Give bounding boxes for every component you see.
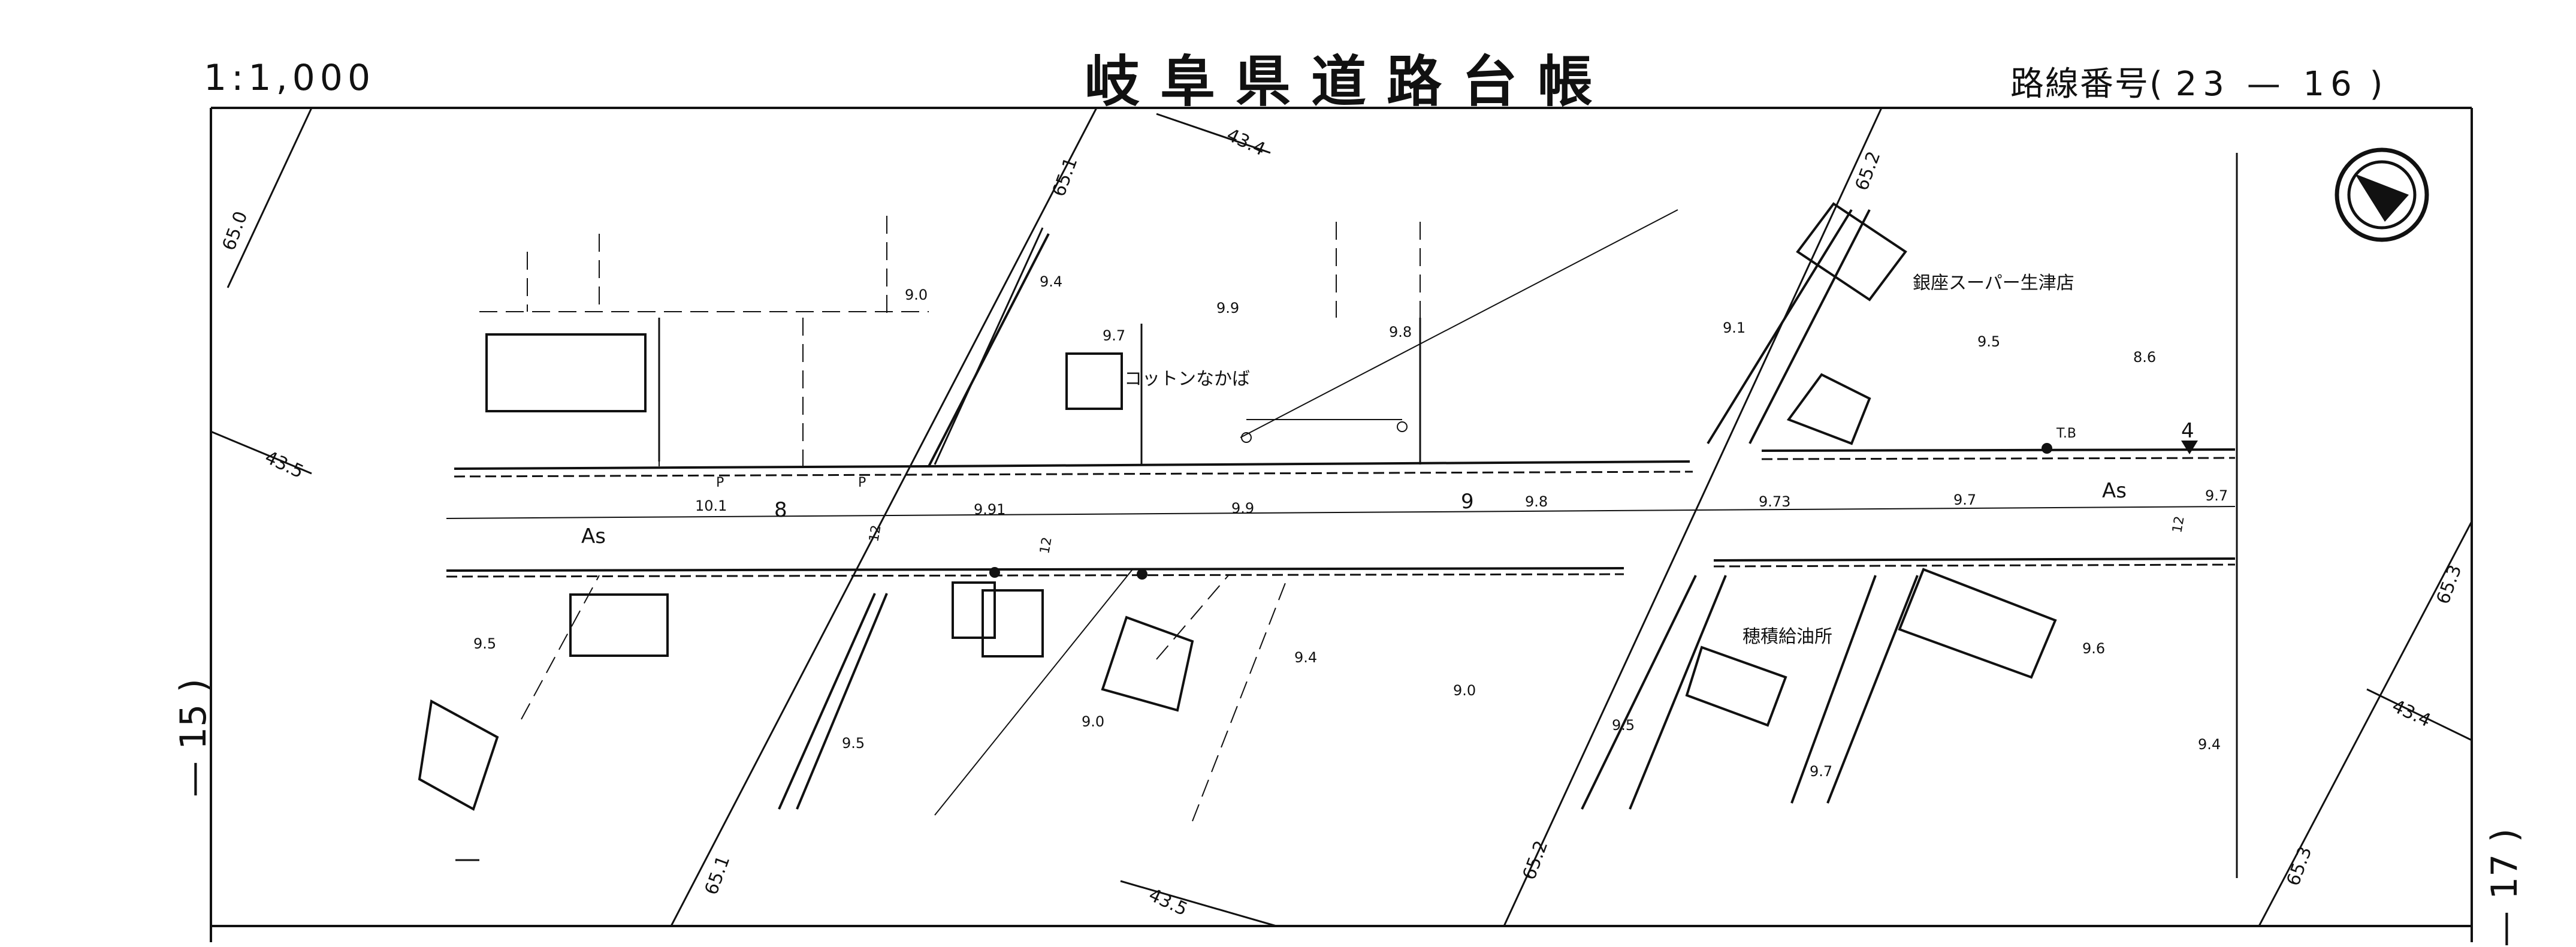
facility-label: 穂積給油所 — [1743, 626, 1832, 647]
mark-label: P — [858, 475, 866, 490]
elevation: 9.7 — [1953, 491, 1976, 508]
elevation: 9.8 — [1525, 493, 1548, 510]
elevation: 9.0 — [1082, 713, 1104, 730]
building — [569, 593, 669, 657]
utility-lines — [934, 209, 1678, 816]
elevation: 9.5 — [1977, 333, 2000, 350]
elevation: 9.7 — [2205, 487, 2228, 504]
building — [418, 699, 499, 811]
elevation: 9.4 — [1040, 273, 1062, 290]
elevation: 8.6 — [2133, 349, 2156, 366]
station-label: 8 — [774, 498, 787, 522]
building — [1786, 373, 1871, 445]
elevation: 9.73 — [1759, 493, 1790, 510]
surface-label: As — [581, 524, 606, 548]
grid-label: 43.4 — [2389, 696, 2434, 732]
grid-label: 43.5 — [262, 447, 307, 483]
crossing-road — [778, 209, 1919, 810]
elevation: 9.9 — [1231, 500, 1254, 517]
north-arrow-icon — [2335, 147, 2429, 242]
elevation: 9.1 — [1723, 319, 1745, 336]
grid-label: 65.3 — [2283, 844, 2317, 889]
grid-label: 65.3 — [2433, 562, 2466, 607]
sheet-title: 岐阜県道路台帳 — [1085, 50, 1614, 114]
elevation: 9.4 — [2198, 736, 2221, 753]
elevation: 9.0 — [1453, 682, 1476, 699]
building — [1685, 646, 1787, 727]
elevation: 9.91 — [974, 501, 1005, 518]
elevation: 10.1 — [695, 497, 727, 514]
elevation: 9.6 — [2082, 640, 2105, 657]
building — [1101, 616, 1194, 712]
route-close: ) — [2369, 65, 2384, 104]
elevation: 9.9 — [1216, 300, 1239, 316]
surface-label: As — [2102, 479, 2127, 503]
road-width: 12 — [1037, 536, 1055, 555]
retaining-walls — [455, 227, 1421, 861]
facility-label: コットンなかば — [1124, 369, 1250, 390]
route-label: 路線番号( — [2010, 65, 2164, 104]
route-number: 路線番号( 23 — 16 ) — [2010, 57, 2384, 105]
parcel-lines — [479, 216, 1421, 822]
building — [982, 589, 1044, 658]
buildings — [418, 202, 2057, 811]
building — [1796, 202, 1907, 301]
building — [485, 333, 647, 412]
building — [952, 581, 996, 639]
building — [1898, 568, 2057, 679]
benchmark-triangle — [2181, 441, 2198, 454]
station-label: 9 — [1461, 490, 1474, 514]
scale-label: 1:1,000 — [204, 57, 376, 99]
elevation: 9.5 — [473, 635, 496, 652]
station-label: 4 — [2181, 419, 2194, 443]
grid-label: 65.2 — [1852, 149, 1885, 194]
road-width: 12 — [866, 524, 884, 543]
route-number-value: 23 — 16 — [2175, 65, 2358, 104]
elevation: 9.7 — [1103, 327, 1125, 344]
grid-label: 65.2 — [1519, 838, 1553, 883]
sheet-frame — [210, 107, 2473, 942]
elevation: 9.4 — [1294, 649, 1317, 666]
mark-label: P — [716, 475, 724, 490]
road-markers — [989, 441, 2198, 580]
grid-label: 43.4 — [1224, 125, 1269, 161]
elevation: 9.5 — [842, 735, 865, 752]
elevation: 9.7 — [1810, 763, 1832, 780]
road-width: 12 — [2170, 515, 2187, 534]
elevation: 9.0 — [905, 286, 928, 303]
building — [1065, 352, 1123, 410]
benchmark-label: T.B — [2056, 426, 2076, 441]
grid-label: 43.5 — [1146, 885, 1191, 921]
grid-label: 65.1 — [1049, 155, 1082, 200]
coordinate-grid — [210, 107, 2473, 927]
road-edges — [446, 448, 2236, 578]
elevation: 9.8 — [1389, 324, 1412, 340]
elevation: 9.5 — [1612, 717, 1635, 734]
facility-label: 銀座スーパー生津店 — [1913, 273, 2074, 294]
